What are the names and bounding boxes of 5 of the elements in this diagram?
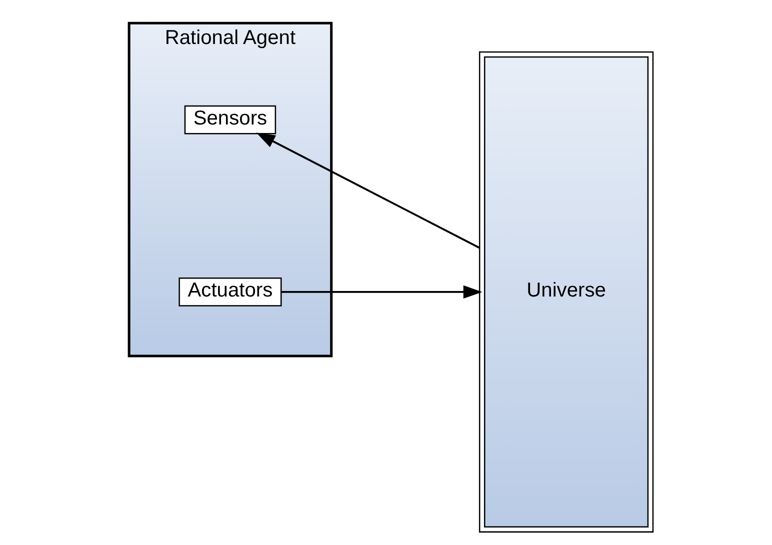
- node-box: Actuators: [178, 278, 282, 306]
- node-box: Universe: [478, 51, 654, 533]
- node-box: Sensors: [184, 105, 276, 134]
- arrow: [256, 132, 480, 249]
- arrow: [281, 285, 482, 299]
